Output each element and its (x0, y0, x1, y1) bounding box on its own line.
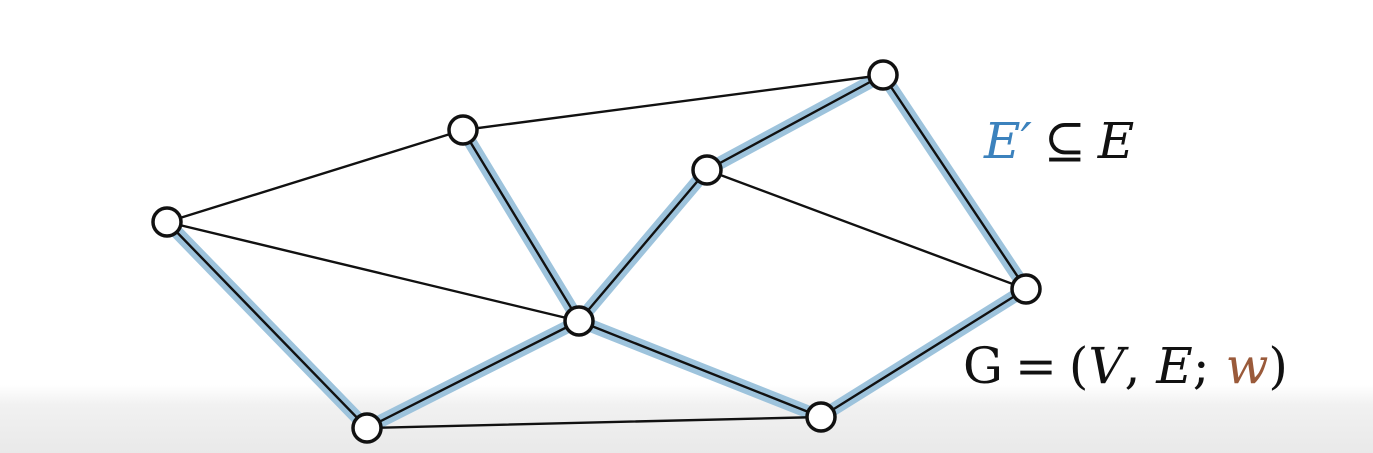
semicolon: ; (1192, 337, 1210, 395)
graph-node-b (447, 114, 479, 146)
equals-sign: = (1014, 337, 1057, 395)
graph-node-g (805, 401, 837, 433)
subset-lhs: E′ (984, 112, 1032, 170)
graph-edge-a-d (165, 220, 369, 430)
graph-edge-c-g (577, 319, 823, 419)
graph-edge-d-g (365, 415, 823, 430)
graph-node-h (1010, 273, 1042, 305)
graph-edge-b-e (461, 73, 885, 132)
graph-node-e (867, 59, 899, 91)
graph-node-a (151, 206, 183, 238)
graph-edge-c-d (365, 319, 581, 430)
open-paren: ( (1068, 337, 1089, 395)
graph-node-d (351, 412, 383, 444)
comma: , (1124, 337, 1141, 395)
graph-edge-a-b (165, 128, 465, 224)
graph-node-f (691, 154, 723, 186)
subset-rhs: E (1097, 112, 1135, 170)
subset-operator: ⊆ (1043, 112, 1086, 170)
vertex-set: V (1088, 337, 1125, 395)
close-paren: ) (1268, 337, 1288, 395)
graph-node-c (563, 305, 595, 337)
node-layer (151, 59, 1042, 444)
graph-edge-b-c (461, 128, 581, 323)
graph-edge-c-f (577, 168, 709, 323)
edge-set: E (1156, 337, 1193, 395)
graph-definition-label: G=(V, E; w) (963, 337, 1288, 395)
graph-edge-f-h (705, 168, 1028, 291)
subset-label: E′⊆E (984, 112, 1134, 170)
graph-edge-e-h (881, 73, 1028, 291)
graph-name: G (963, 337, 1003, 395)
highlight-layer (160, 68, 1033, 435)
graph-edge-f-e (705, 73, 885, 172)
graph-edge-a-c (165, 220, 581, 323)
graph-edge-h-g (819, 287, 1028, 419)
weight-function: w (1225, 337, 1269, 395)
edge-layer (165, 73, 1028, 430)
